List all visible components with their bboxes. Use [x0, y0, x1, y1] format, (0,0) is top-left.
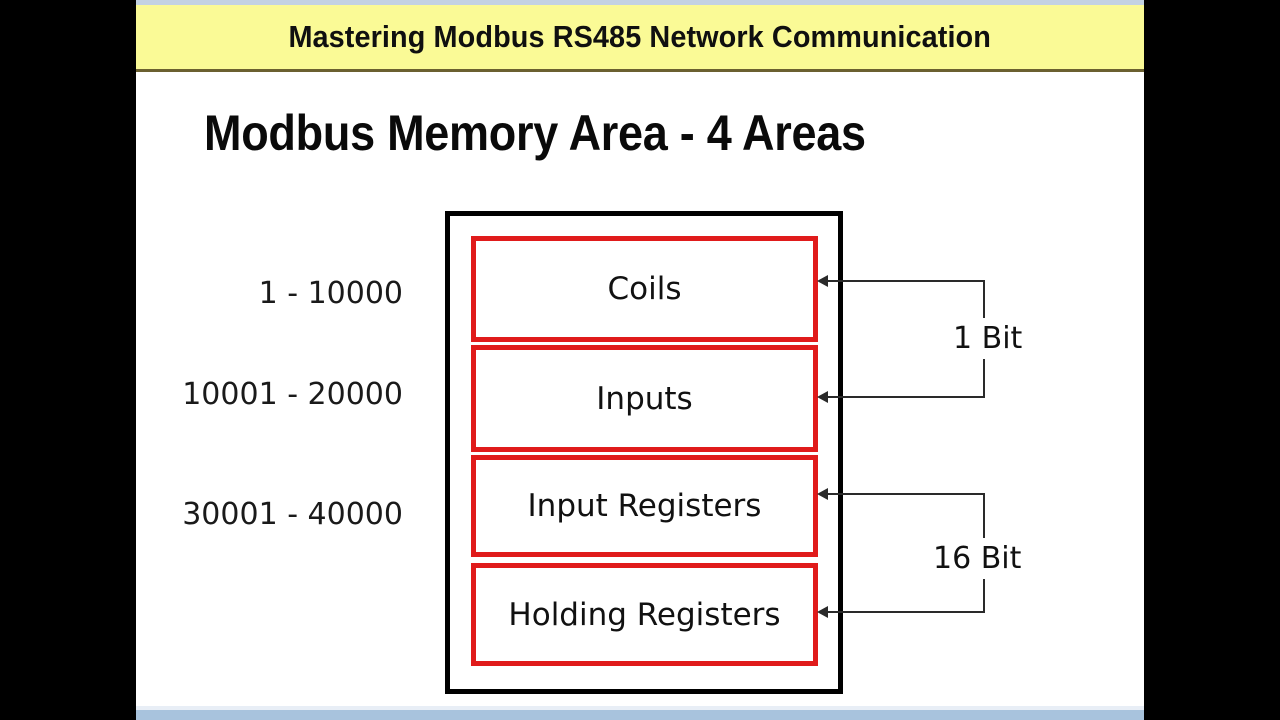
memory-area-label: Input Registers	[527, 488, 762, 524]
title-banner: Mastering Modbus RS485 Network Communica…	[136, 5, 1144, 72]
bit-width-label-16bit: 16 Bit	[928, 538, 1027, 579]
slide-content: Mastering Modbus RS485 Network Communica…	[136, 0, 1144, 720]
memory-area-coils: Coils	[471, 236, 818, 342]
memory-area-label: Holding Registers	[508, 596, 781, 633]
bottom-accent-inner	[136, 706, 1144, 710]
address-range-input-registers: 30001 - 40000	[182, 497, 403, 532]
arrow-head-holding-registers	[817, 606, 828, 618]
arrow-line-inputs	[826, 396, 985, 398]
arrow-line-input-registers	[826, 493, 985, 495]
arrow-line-coils	[826, 280, 985, 282]
bottom-accent-strip	[136, 710, 1144, 720]
memory-area-label: Inputs	[596, 380, 693, 417]
arrow-head-inputs	[817, 391, 828, 403]
address-range-coils: 1 - 10000	[258, 276, 403, 311]
page-title: Modbus Memory Area - 4 Areas	[204, 105, 866, 161]
memory-area-inputs: Inputs	[471, 345, 818, 452]
arrow-head-coils	[817, 275, 828, 287]
memory-area-input-registers: Input Registers	[471, 455, 818, 557]
presentation-title: Mastering Modbus RS485 Network Communica…	[288, 19, 992, 54]
address-range-inputs: 10001 - 20000	[182, 377, 403, 412]
top-accent-strip	[136, 0, 1144, 5]
arrow-line-holding-registers	[826, 611, 985, 613]
arrow-head-input-registers	[817, 488, 828, 500]
letterbox-right	[1144, 0, 1280, 720]
letterbox-left	[0, 0, 136, 720]
memory-area-label: Coils	[607, 271, 682, 307]
memory-area-holding-registers: Holding Registers	[471, 563, 818, 666]
bit-width-label-1bit: 1 Bit	[948, 318, 1028, 359]
